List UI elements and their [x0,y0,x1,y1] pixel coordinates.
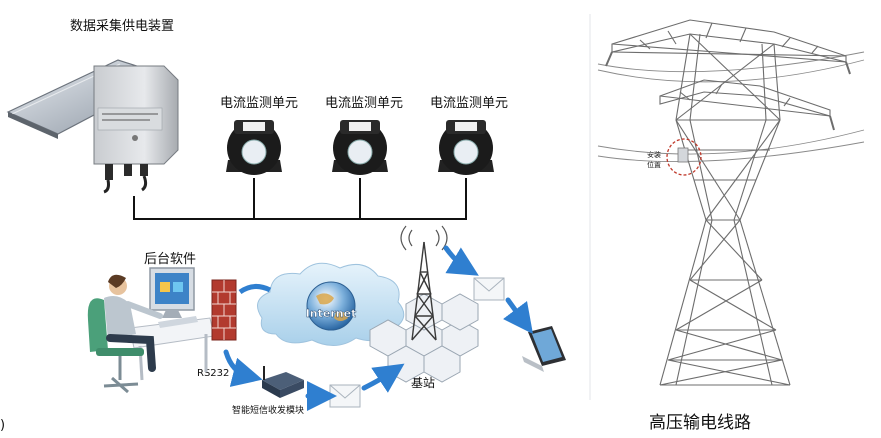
flow-arrows [223,245,533,411]
mobile-phone [522,326,566,372]
install-position-marker [666,138,702,176]
sms-module [262,366,304,398]
tower-caption: 高压输电线路 [649,413,751,433]
firewall [211,279,237,341]
cloud-to-firewall-arrow [238,284,272,295]
sensor-label-1: 电流监测单元 [220,96,299,111]
transmission-tower [597,19,865,386]
solar-device [6,59,179,194]
bus-lines [133,178,467,220]
rs232-label: RS232 [197,368,230,379]
envelope-icon-1 [329,384,361,408]
operator-workstation [87,267,215,394]
edge-mark: ) [0,418,6,433]
sensor-label-2: 电流监测单元 [325,96,404,111]
envelope-icon-2 [473,277,505,301]
sms-module-label: 智能短信收发模块 [232,406,305,416]
device-title: 数据采集供电装置 [70,19,175,34]
backend-label: 后台软件 [144,252,197,267]
sensor-label-3: 电流监测单元 [430,96,509,111]
internet-cloud: Internet [257,262,405,346]
base-station [369,225,479,383]
sensor-unit-1 [226,120,282,175]
base-station-label: 基站 [411,376,436,390]
sensor-unit-2 [332,120,388,175]
sensor-unit-3 [438,120,494,175]
install-position-label: 安装位置 [647,151,661,169]
internet-text: Internet [306,307,357,320]
